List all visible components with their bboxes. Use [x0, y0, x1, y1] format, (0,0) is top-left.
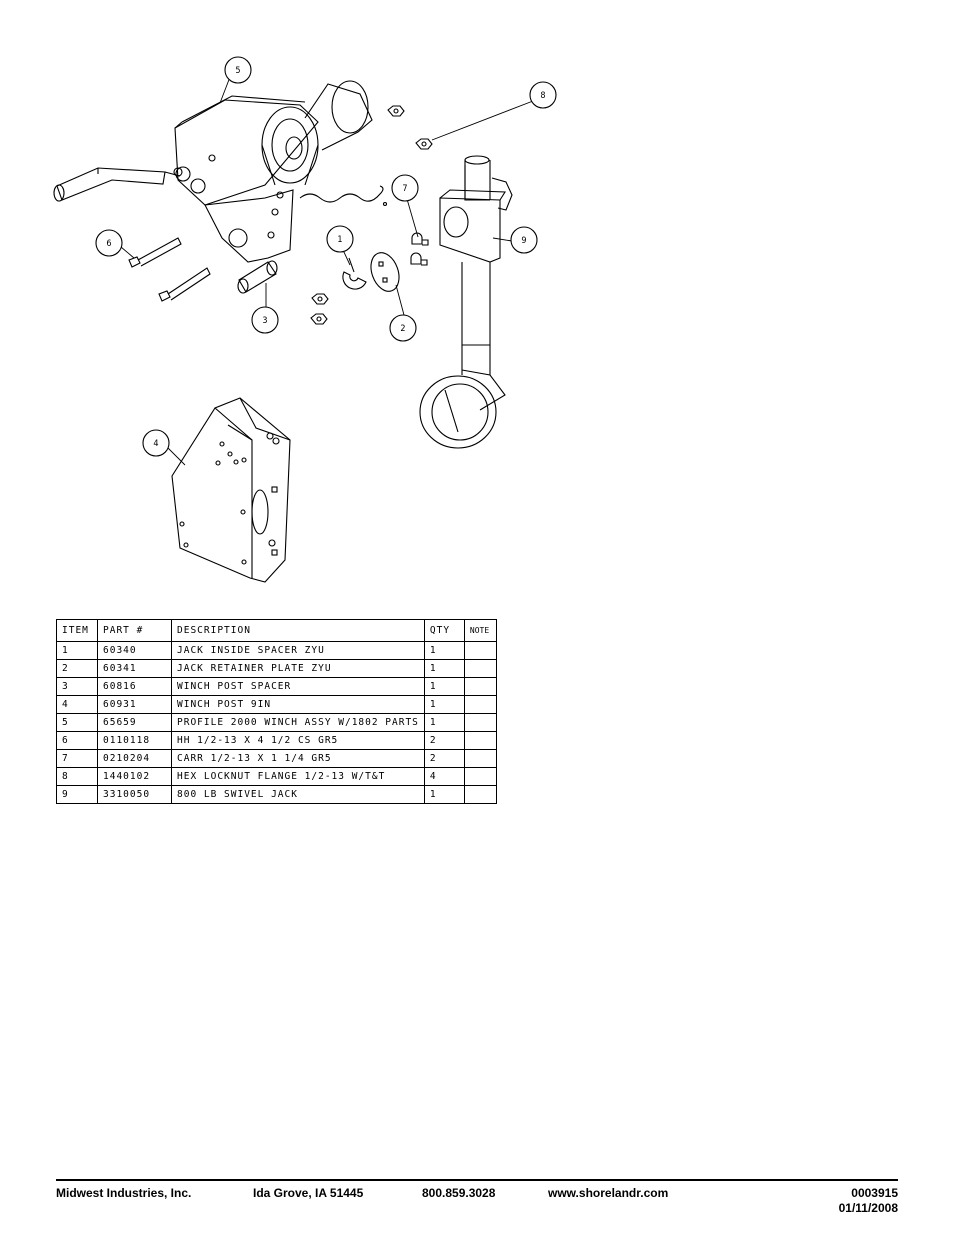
cell-item: 1 — [56, 641, 98, 660]
callout-6: 6 — [95, 229, 123, 257]
footer-phone: 800.859.3028 — [422, 1186, 496, 1200]
cell-description: JACK RETAINER PLATE ZYU — [171, 659, 425, 678]
cell-item: 8 — [56, 767, 98, 786]
cell-description: PROFILE 2000 WINCH ASSY W/1802 PARTS — [171, 713, 425, 732]
cell-description: HH 1/2-13 X 4 1/2 CS GR5 — [171, 731, 425, 750]
cell-item: 7 — [56, 749, 98, 768]
cell-item: 2 — [56, 659, 98, 678]
swivel-jack-drawing — [419, 155, 513, 449]
cell-qty: 1 — [423, 695, 465, 714]
cell-part-number: 0110118 — [97, 731, 172, 750]
cell-note — [463, 713, 497, 732]
cell-qty: 4 — [423, 767, 465, 786]
winch-post-spacer-drawing — [237, 260, 278, 294]
cell-part-number: 60341 — [97, 659, 172, 678]
footer-location: Ida Grove, IA 51445 — [253, 1186, 364, 1200]
hex-bolt-drawings — [128, 237, 211, 302]
svg-text:8: 8 — [540, 91, 545, 101]
cell-part-number: 65659 — [97, 713, 172, 732]
callout-9: 9 — [510, 226, 538, 254]
callout-1: 1 — [326, 225, 354, 253]
cell-qty: 1 — [423, 659, 465, 678]
callout-5: 5 — [224, 56, 252, 84]
callout-7: 7 — [391, 174, 419, 202]
cell-note — [463, 731, 497, 750]
cell-qty: 1 — [423, 641, 465, 660]
header-part-number: PART # — [97, 619, 172, 642]
svg-text:9: 9 — [521, 236, 526, 246]
cell-item: 9 — [56, 785, 98, 804]
cell-note — [463, 767, 497, 786]
cell-part-number: 60340 — [97, 641, 172, 660]
cell-part-number: 60931 — [97, 695, 172, 714]
cell-note — [463, 659, 497, 678]
footer-date: 01/11/2008 — [838, 1201, 898, 1215]
svg-text:4: 4 — [153, 439, 158, 449]
callout-8: 8 — [529, 81, 557, 109]
cell-description: WINCH POST SPACER — [171, 677, 425, 696]
cell-description: CARR 1/2-13 X 1 1/4 GR5 — [171, 749, 425, 768]
cell-description: 800 LB SWIVEL JACK — [171, 785, 425, 804]
jack-retainer-plate-drawing — [370, 252, 400, 292]
cell-item: 4 — [56, 695, 98, 714]
cell-qty: 1 — [423, 677, 465, 696]
footer-company: Midwest Industries, Inc. — [56, 1186, 192, 1200]
header-note: NOTE — [463, 619, 497, 642]
svg-text:2: 2 — [400, 324, 405, 334]
table-header-row: ITEM PART # DESCRIPTION QTY NOTE — [56, 619, 497, 642]
cell-description: WINCH POST 9IN — [171, 695, 425, 714]
cell-note — [463, 749, 497, 768]
callout-2: 2 — [389, 314, 417, 342]
footer-doc-number: 0003915 — [851, 1186, 898, 1200]
cell-item: 5 — [56, 713, 98, 732]
cell-part-number: 3310050 — [97, 785, 172, 804]
hex-locknut-drawings — [310, 105, 433, 325]
callout-4: 4 — [142, 429, 170, 457]
winch-post-drawing — [171, 397, 291, 583]
cell-description: HEX LOCKNUT FLANGE 1/2-13 W/T&T — [171, 767, 425, 786]
cell-qty: 2 — [423, 749, 465, 768]
cell-qty: 1 — [423, 713, 465, 732]
header-description: DESCRIPTION — [171, 619, 425, 642]
cell-qty: 1 — [423, 785, 465, 804]
header-qty: QTY — [423, 619, 465, 642]
cell-qty: 2 — [423, 731, 465, 750]
footer-website: www.shorelandr.com — [548, 1186, 669, 1200]
cell-part-number: 60816 — [97, 677, 172, 696]
cell-note — [463, 677, 497, 696]
jack-inside-spacer-drawing — [342, 257, 367, 290]
cell-note — [463, 785, 497, 804]
svg-text:6: 6 — [106, 239, 111, 249]
footer-divider — [56, 1179, 898, 1181]
svg-text:3: 3 — [262, 316, 267, 326]
cell-part-number: 0210204 — [97, 749, 172, 768]
carriage-bolt-drawings — [410, 232, 429, 266]
cell-note — [463, 695, 497, 714]
cell-part-number: 1440102 — [97, 767, 172, 786]
svg-text:1: 1 — [337, 235, 342, 245]
svg-text:7: 7 — [402, 184, 407, 194]
cell-item: 6 — [56, 731, 98, 750]
callout-3: 3 — [251, 306, 279, 334]
cell-description: JACK INSIDE SPACER ZYU — [171, 641, 425, 660]
leader-lines — [120, 76, 534, 466]
exploded-parts-diagram: 1 2 3 4 5 6 7 8 9 — [53, 56, 557, 583]
svg-text:5: 5 — [235, 66, 240, 76]
cell-note — [463, 641, 497, 660]
header-item: ITEM — [56, 619, 98, 642]
callout-balloons: 1 2 3 4 5 6 7 8 9 — [95, 56, 557, 457]
cell-item: 3 — [56, 677, 98, 696]
winch-assembly-drawing — [53, 80, 388, 263]
